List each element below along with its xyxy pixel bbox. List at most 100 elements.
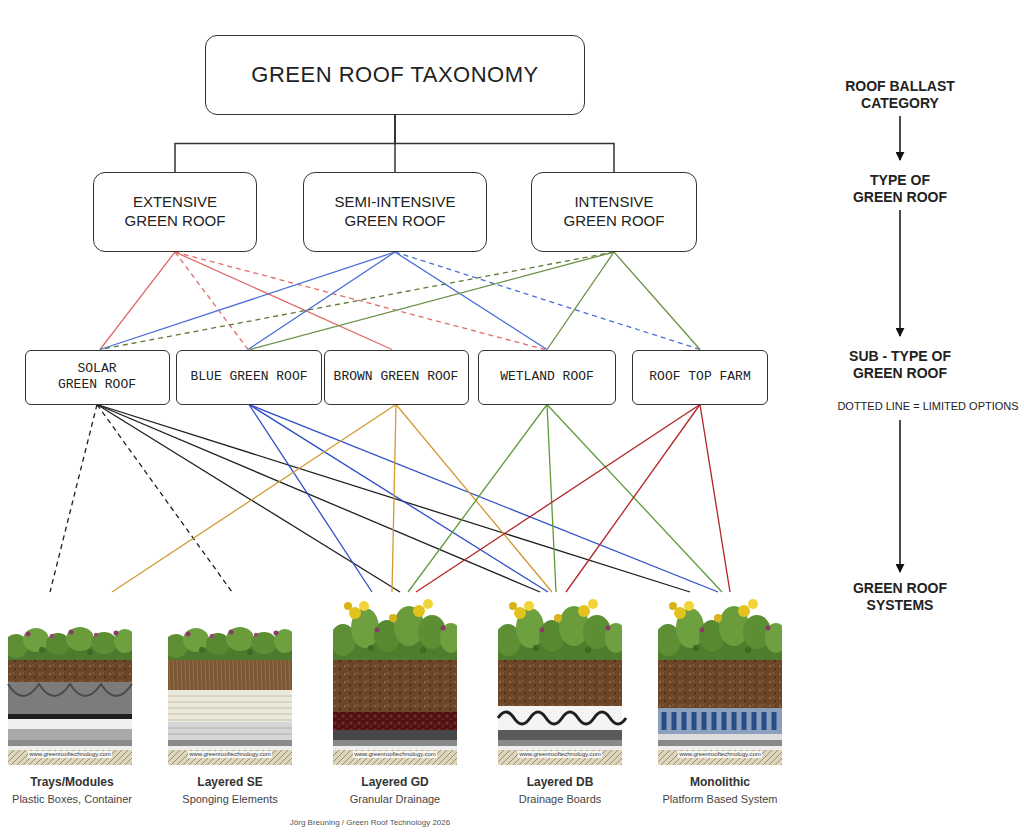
system-description: Drainage Boards (519, 792, 602, 806)
box-label: BLUE GREEN ROOF (190, 369, 307, 385)
box-label: ROOF TOP FARM (649, 369, 750, 385)
connector (50, 405, 97, 593)
connector (416, 405, 700, 593)
connector (97, 405, 400, 593)
connector (249, 405, 548, 593)
connector (395, 115, 614, 172)
granular-illustration (330, 599, 462, 765)
trays-illustration (4, 627, 136, 765)
connector (395, 252, 547, 350)
platform-cells (664, 712, 774, 730)
subtype-box: SOLAR GREEN ROOF (25, 350, 170, 405)
connector (547, 405, 722, 593)
box-label: SOLAR GREEN ROOF (55, 361, 139, 394)
tray-profile (8, 684, 132, 696)
board-profile (498, 712, 626, 724)
roof-base (168, 740, 292, 765)
system-description: Sponging Elements (182, 792, 277, 806)
system-name: Monolithic (690, 774, 750, 791)
credit: Jörg Breuning / Green Roof Technology 20… (250, 818, 490, 828)
level-label: SUB - TYPE OF GREEN ROOF (838, 348, 963, 382)
connector (100, 252, 614, 350)
root-box: GREEN ROOF TAXONOMY (205, 35, 585, 115)
system-description: Plastic Boxes, Container (12, 792, 132, 806)
sponge-illustration (164, 627, 296, 765)
substrate (658, 660, 782, 708)
connector (547, 405, 556, 593)
connector (396, 405, 552, 593)
layer (498, 730, 622, 740)
watermark: www.greenrooftechnology.com (353, 751, 437, 758)
connector (250, 252, 614, 350)
connector (175, 115, 395, 172)
substrate (333, 660, 457, 712)
subtype-box: WETLAND ROOF (478, 350, 616, 405)
roof-base (658, 740, 782, 765)
level-label: ROOF BALLAST CATEGORY (838, 78, 963, 112)
system-item: Layered DBDrainage Boards (485, 592, 635, 810)
box-label: WETLAND ROOF (500, 369, 594, 385)
connector (248, 252, 395, 350)
type-box: SEMI-INTENSIVE GREEN ROOF (303, 172, 487, 252)
drainage-board (498, 706, 622, 730)
layer (8, 719, 132, 729)
level-label: TYPE OF GREEN ROOF (848, 172, 953, 206)
layer (8, 729, 132, 740)
watermark: www.greenrooftechnology.com (188, 751, 272, 758)
vegetation (330, 599, 462, 662)
substrate (8, 660, 132, 682)
sponge-lines (168, 696, 292, 720)
watermark: www.greenrooftechnology.com (518, 751, 602, 758)
layer (168, 722, 292, 740)
connector (112, 405, 396, 593)
watermark: www.greenrooftechnology.com (678, 751, 762, 758)
connector (408, 405, 547, 593)
vegetation (164, 627, 296, 662)
connector (547, 252, 614, 350)
layer (658, 734, 782, 740)
system-item: Trays/ModulesPlastic Boxes, Container (4, 592, 140, 810)
system-name: Layered GD (361, 774, 428, 791)
connector (249, 405, 718, 593)
roof-base (8, 740, 132, 765)
level-label: GREEN ROOF SYSTEMS (845, 580, 955, 614)
drainage-board-illustration (495, 599, 627, 765)
roof-base (498, 740, 622, 765)
connector (97, 405, 690, 593)
vegetation (655, 599, 787, 662)
subtype-box: BROWN GREEN ROOF (324, 350, 469, 405)
box-label: INTENSIVE GREEN ROOF (554, 193, 674, 231)
system-item: Layered GDGranular Drainage (320, 592, 470, 810)
flow-arrow (899, 116, 901, 160)
connector (392, 405, 396, 593)
system-name: Layered DB (527, 774, 594, 791)
monolithic-illustration (655, 599, 787, 765)
connector (175, 252, 248, 350)
layer (333, 730, 457, 740)
box-label: GREEN ROOF TAXONOMY (251, 62, 538, 88)
connector (100, 252, 395, 350)
system-name: Layered SE (197, 774, 262, 791)
system-name: Trays/Modules (30, 774, 113, 791)
flow-arrow (899, 210, 901, 336)
system-description: Granular Drainage (350, 792, 441, 806)
roof-base (333, 740, 457, 765)
subtype-box: BLUE GREEN ROOF (176, 350, 322, 405)
type-box: INTENSIVE GREEN ROOF (531, 172, 697, 252)
connector (100, 252, 175, 350)
connector (395, 252, 700, 350)
connector (175, 252, 545, 350)
system-description: Platform Based System (663, 792, 778, 806)
system-item: Layered SESponging Elements (155, 592, 305, 810)
flow-arrow (899, 420, 901, 572)
subtype-box: ROOF TOP FARM (632, 350, 768, 405)
connector (614, 252, 700, 350)
connector (566, 405, 700, 593)
vegetation (4, 627, 136, 662)
sponge-layer (168, 690, 292, 722)
platform (658, 708, 782, 734)
